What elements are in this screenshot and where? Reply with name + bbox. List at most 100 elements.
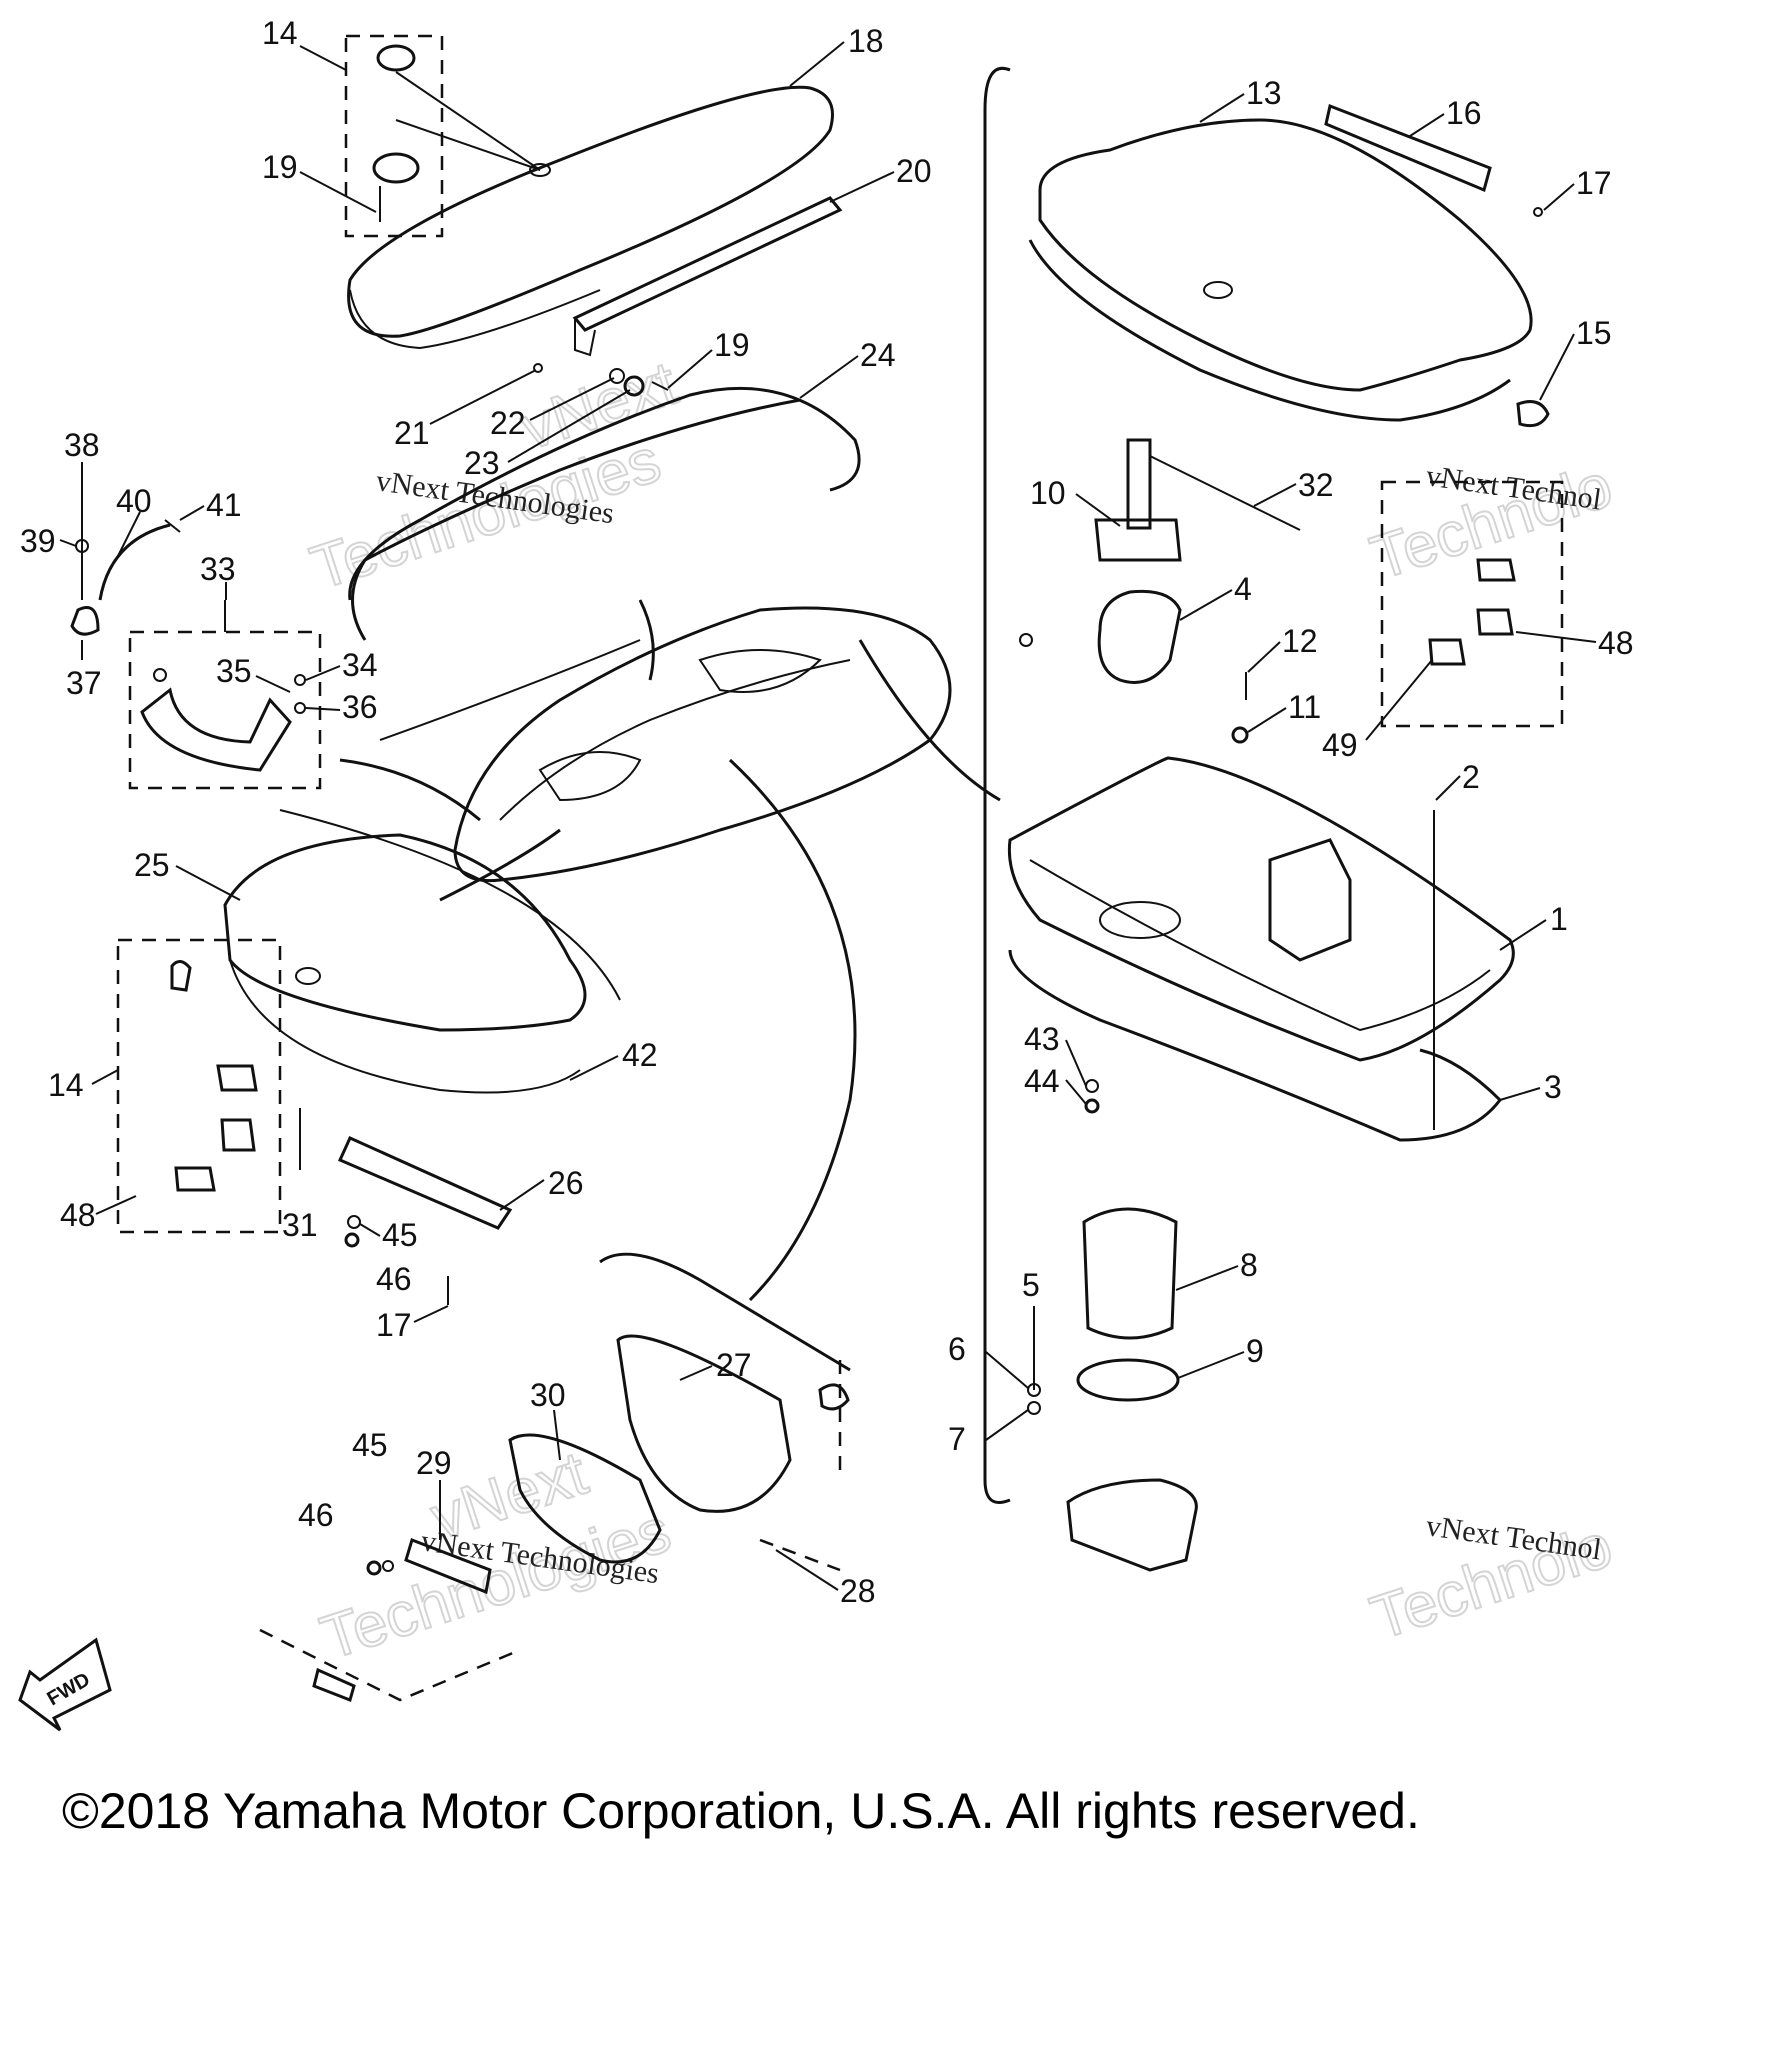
cover-27 xyxy=(616,1334,792,1513)
callout-48-right: 48 xyxy=(1598,625,1634,661)
callout-10: 10 xyxy=(1030,475,1066,511)
callout-21: 21 xyxy=(394,415,430,451)
callout-3: 3 xyxy=(1544,1069,1562,1105)
callout-6: 6 xyxy=(948,1331,966,1367)
callout-2: 2 xyxy=(1462,759,1480,795)
callout-43: 43 xyxy=(1024,1021,1060,1057)
post-10 xyxy=(1126,438,1152,530)
watermark-group: Technologies vNext Technolo Technolo Tec… xyxy=(302,348,1621,1675)
callout-13: 13 xyxy=(1246,75,1282,111)
latch-48 xyxy=(216,1064,258,1092)
tray-1-inner xyxy=(1029,859,1491,1032)
nut-46-lower xyxy=(366,1560,382,1576)
rod-32 xyxy=(1149,455,1301,531)
clamp-9 xyxy=(1076,1358,1180,1402)
copyright-notice: ©2018 Yamaha Motor Corporation, U.S.A. A… xyxy=(62,1783,1420,1839)
callout-35: 35 xyxy=(216,653,252,689)
washer-43 xyxy=(1085,1079,1099,1093)
callout-34: 34 xyxy=(342,647,378,683)
hull-outline xyxy=(453,606,952,883)
hinge-20 xyxy=(572,196,843,332)
opening-1 xyxy=(1099,901,1181,939)
knob-14-lower xyxy=(170,960,192,992)
cup-4 xyxy=(1097,589,1182,684)
filter-8 xyxy=(1082,1207,1178,1340)
nut-46 xyxy=(344,1232,360,1248)
hinge-26 xyxy=(338,1136,513,1230)
washer-6 xyxy=(1027,1383,1041,1397)
callout-7: 7 xyxy=(948,1421,966,1457)
dashed-box-14-48 xyxy=(116,938,282,1234)
strap-40 xyxy=(98,523,171,601)
clamp-37 xyxy=(70,606,100,636)
seat-assembly-upper xyxy=(344,34,861,741)
lid-18 xyxy=(347,85,834,338)
washer-45-lower xyxy=(382,1560,394,1572)
callout-49: 49 xyxy=(1322,727,1358,763)
callout-28: 28 xyxy=(840,1573,876,1609)
callout-11: 11 xyxy=(1288,689,1321,725)
callout-25: 25 xyxy=(134,847,170,883)
bracket-group xyxy=(983,67,1011,1504)
callout-17-left: 17 xyxy=(376,1307,412,1343)
housing-lower xyxy=(1066,1478,1198,1572)
screw-17 xyxy=(1533,207,1543,217)
callout-42: 42 xyxy=(622,1037,658,1073)
callout-1: 1 xyxy=(1550,901,1568,937)
clip-41 xyxy=(164,519,181,533)
nut-23 xyxy=(623,375,645,397)
callout-44: 44 xyxy=(1024,1063,1060,1099)
callout-29: 29 xyxy=(416,1445,452,1481)
cover-25 xyxy=(223,833,587,1032)
knob-28 xyxy=(818,1383,850,1411)
glove-box-rim xyxy=(599,1252,851,1372)
seal-24 xyxy=(348,386,861,601)
washer-22 xyxy=(609,368,625,384)
bracket-10 xyxy=(1094,518,1182,562)
screw-34 xyxy=(294,674,306,686)
washer-36 xyxy=(294,702,306,714)
cable-center xyxy=(728,758,857,1302)
callout-48-left: 48 xyxy=(60,1197,96,1233)
block-1 xyxy=(1268,838,1352,962)
callout-32: 32 xyxy=(1298,467,1334,503)
callout-30: 30 xyxy=(530,1377,566,1413)
latch-48-right xyxy=(1476,608,1514,636)
washer-45 xyxy=(347,1215,361,1229)
hole-18 xyxy=(529,163,551,177)
callout-4: 4 xyxy=(1234,571,1252,607)
callout-38: 38 xyxy=(64,427,100,463)
callout-8: 8 xyxy=(1240,1247,1258,1283)
cover-25-outer xyxy=(279,809,621,1001)
callout-46: 46 xyxy=(376,1261,412,1297)
hull-recess-2 xyxy=(698,649,822,693)
glove-box xyxy=(259,1252,851,1702)
leader-knob xyxy=(395,71,541,171)
clip-11 xyxy=(1231,726,1249,744)
hull xyxy=(339,599,1001,1302)
screw-21 xyxy=(533,363,543,373)
callout-23: 23 xyxy=(464,445,500,481)
hole-25 xyxy=(295,967,321,985)
callout-46-lower: 46 xyxy=(298,1497,334,1533)
cable-right xyxy=(858,639,1001,802)
lid-18-edge xyxy=(349,289,601,350)
callout-labels: 1 2 3 4 5 6 7 8 9 10 11 12 13 14 14 15 1… xyxy=(20,15,1634,1609)
dashed-28 xyxy=(259,1360,842,1702)
seal-lid-13 xyxy=(1028,239,1511,422)
callout-41: 41 xyxy=(206,487,242,523)
cover-assembly xyxy=(116,809,621,1305)
callout-5: 5 xyxy=(1022,1267,1040,1303)
latch-49 xyxy=(174,1166,216,1192)
hinge-16 xyxy=(1324,103,1492,193)
lid-13 xyxy=(1038,118,1533,392)
fwd-arrow-shape xyxy=(18,1637,112,1732)
pad-3 xyxy=(1008,949,1502,1142)
callout-15: 15 xyxy=(1576,315,1612,351)
cable-top xyxy=(638,599,655,681)
seal-30 xyxy=(508,1433,662,1564)
callout-14-left: 14 xyxy=(48,1067,84,1103)
callout-19-top: 19 xyxy=(262,149,298,185)
cable-left xyxy=(339,758,481,822)
